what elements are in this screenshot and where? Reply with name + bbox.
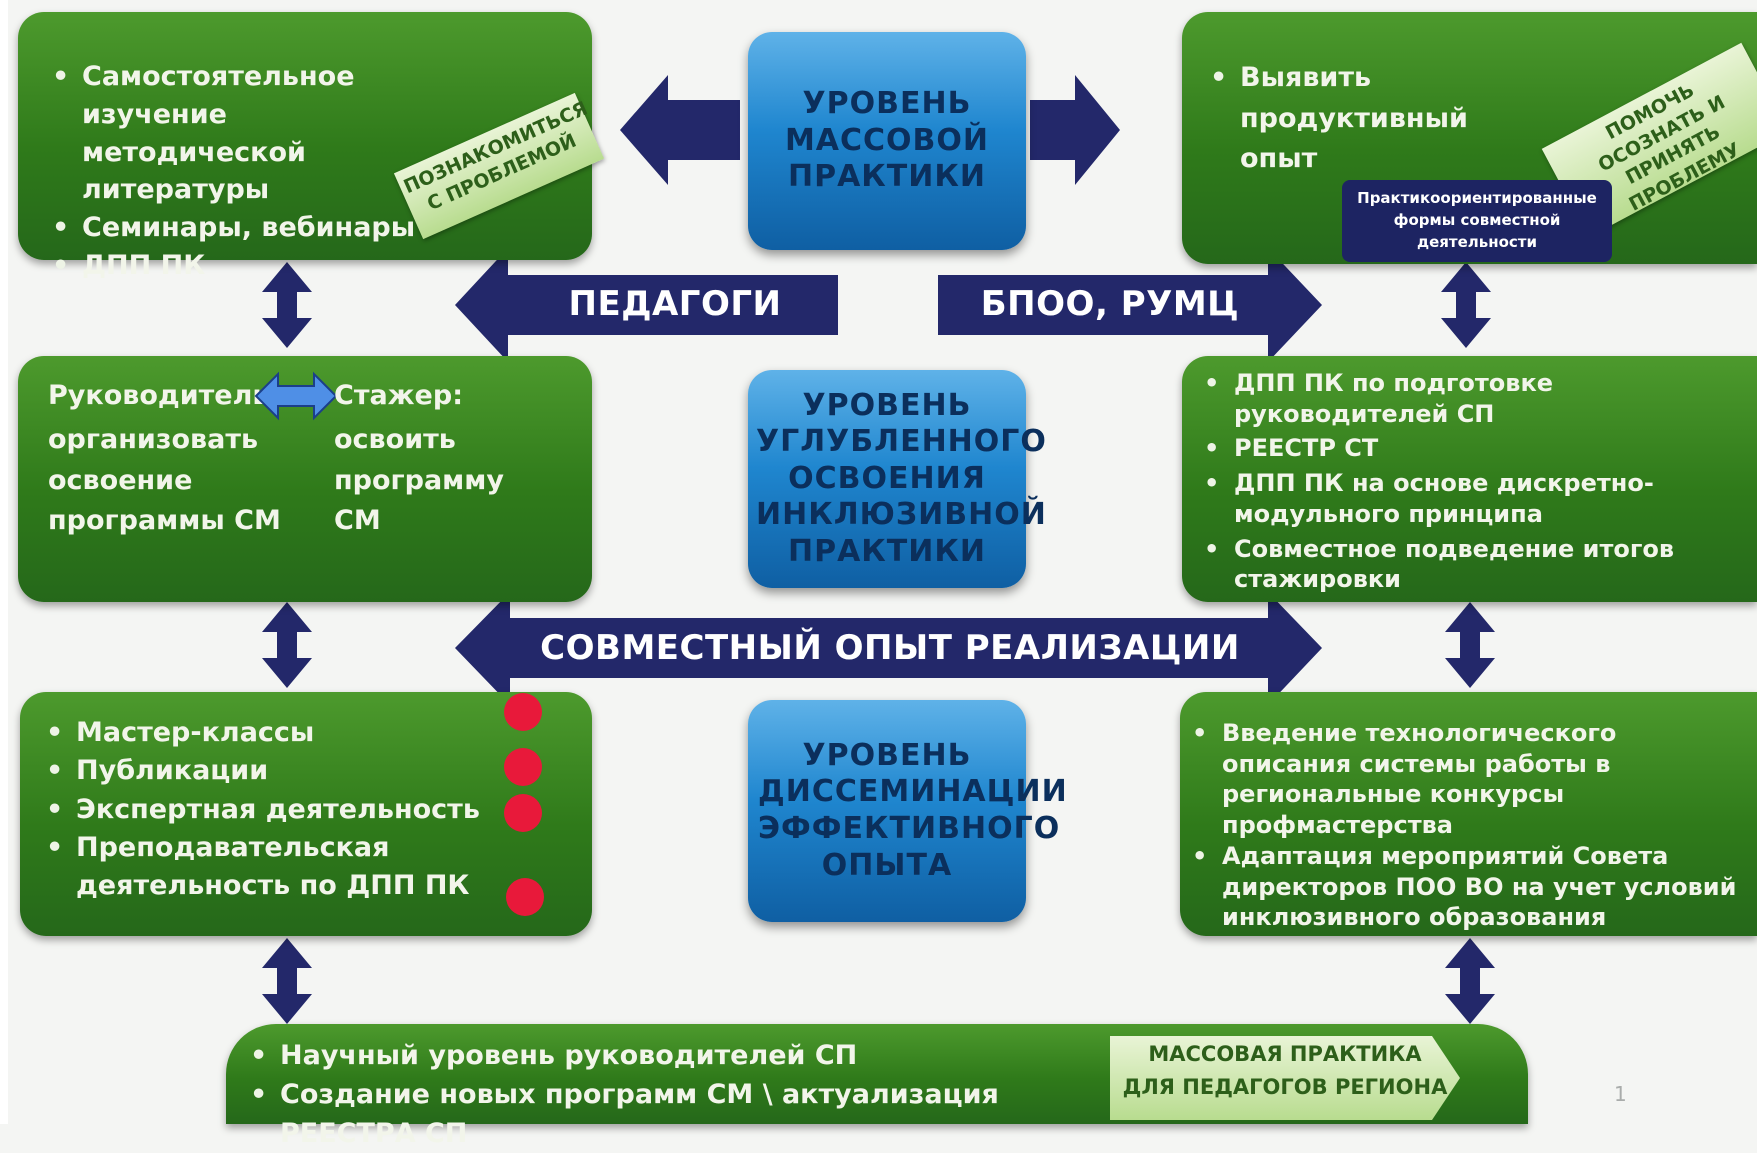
trainee-text: освоить программу СМ bbox=[334, 424, 504, 536]
list-item: Самостоятельное изучение методической ли… bbox=[48, 58, 428, 209]
low-left-box: Мастер-классы Публикации Экспертная деят… bbox=[20, 692, 592, 936]
list-item: Научный уровень руководителей СП bbox=[246, 1036, 1126, 1075]
vertical-arrow-left-2 bbox=[262, 602, 312, 688]
list-item: Введение технологического описания систе… bbox=[1188, 718, 1748, 841]
mid-right-list: ДПП ПК по подготовке руководителей СП РЕ… bbox=[1200, 368, 1740, 595]
marker-dot bbox=[504, 748, 542, 786]
leader-title: Руководитель: bbox=[48, 380, 281, 411]
arrow-right-head-top bbox=[1030, 75, 1120, 185]
teachers-arrow-label: ПЕДАГОГИ bbox=[568, 284, 782, 324]
arrow-left-head-top bbox=[620, 75, 740, 185]
marker-dot bbox=[504, 693, 542, 731]
list-item: Мастер-классы bbox=[42, 714, 542, 753]
low-right-box: Введение технологического описания систе… bbox=[1180, 692, 1757, 936]
trainee-title: Стажер: bbox=[334, 380, 463, 411]
list-item: Создание новых программ СМ \ актуализаци… bbox=[246, 1075, 1126, 1153]
list-item: РЕЕСТР СТ bbox=[1200, 433, 1740, 464]
marker-dot bbox=[504, 794, 542, 832]
leader-text: организовать освоение программы СМ bbox=[48, 424, 281, 536]
top-left-box: Самостоятельное изучение методической ли… bbox=[18, 12, 605, 285]
low-left-list: Мастер-классы Публикации Экспертная деят… bbox=[42, 714, 542, 906]
bottom-box: Научный уровень руководителей СП Создани… bbox=[226, 1024, 1528, 1149]
teachers-arrow bbox=[455, 248, 838, 362]
bottom-list: Научный уровень руководителей СП Создани… bbox=[246, 1036, 1126, 1153]
left-margin bbox=[0, 0, 8, 1124]
vertical-arrow-right-1 bbox=[1441, 262, 1491, 348]
mid-left-box: Руководитель: организовать освоение прог… bbox=[18, 356, 592, 602]
vertical-arrow-left-3 bbox=[262, 938, 312, 1024]
double-arrow-icon bbox=[254, 371, 338, 421]
vertical-arrow-right-3 bbox=[1445, 938, 1495, 1024]
top-right-note: Практикоориентированные формы совместной… bbox=[1342, 180, 1612, 262]
list-item: Преподавательская деятельность по ДПП ПК bbox=[42, 829, 542, 906]
level-deep-practice: УРОВЕНЬ УГЛУБЛЕННОГО ОСВОЕНИЯ ИНКЛЮЗИВНО… bbox=[748, 370, 1047, 588]
page-number: 1 bbox=[1614, 1082, 1627, 1106]
list-item: Адаптация мероприятий Совета директоров … bbox=[1188, 841, 1748, 933]
list-item: Выявить продуктивный опыт bbox=[1206, 58, 1526, 180]
top-right-box: Выявить продуктивный опыт ПОМОЧЬ ОСОЗНАТ… bbox=[1182, 12, 1757, 264]
list-item: Экспертная деятельность bbox=[42, 791, 542, 830]
joint-arrow bbox=[455, 592, 1322, 705]
level-dissemination: УРОВЕНЬ ДИССЕМИНАЦИИ ЭФФЕКТИВНОГО ОПЫТА bbox=[748, 700, 1068, 922]
connector-arrows-layer bbox=[262, 75, 1495, 1024]
level-mass-practice-label: УРОВЕНЬ МАССОВОЙ ПРАКТИКИ bbox=[784, 86, 990, 195]
list-item: Совместное подведение итогов стажировки bbox=[1200, 534, 1740, 595]
level-dissemination-label: УРОВЕНЬ ДИССЕМИНАЦИИ ЭФФЕКТИВНОГО ОПЫТА bbox=[758, 737, 1068, 883]
joint-arrow-label: СОВМЕСТНЫЙ ОПЫТ РЕАЛИЗАЦИИ bbox=[540, 628, 1240, 668]
mid-right-box: ДПП ПК по подготовке руководителей СП РЕ… bbox=[1182, 356, 1757, 602]
list-item: ДПП ПК bbox=[48, 247, 428, 285]
vertical-arrow-right-2 bbox=[1445, 602, 1495, 688]
low-right-list: Введение технологического описания систе… bbox=[1188, 718, 1748, 933]
list-item: ДПП ПК по подготовке руководителей СП bbox=[1200, 368, 1740, 429]
list-item: Семинары, вебинары bbox=[48, 209, 428, 247]
list-item: Публикации bbox=[42, 752, 542, 791]
top-left-list: Самостоятельное изучение методической ли… bbox=[48, 58, 428, 285]
level-deep-practice-label: УРОВЕНЬ УГЛУБЛЕННОГО ОСВОЕНИЯ ИНКЛЮЗИВНО… bbox=[756, 387, 1047, 569]
institutions-arrow-label: БПОО, РУМЦ bbox=[980, 284, 1240, 324]
list-item: ДПП ПК на основе дискретно-модульного пр… bbox=[1200, 468, 1740, 529]
top-right-list: Выявить продуктивный опыт bbox=[1206, 58, 1526, 180]
bottom-tag: МАССОВАЯ ПРАКТИКА ДЛЯ ПЕДАГОГОВ РЕГИОНА bbox=[1110, 1036, 1460, 1120]
institutions-arrow bbox=[938, 248, 1322, 362]
level-mass-practice: УРОВЕНЬ МАССОВОЙ ПРАКТИКИ bbox=[748, 32, 1026, 250]
marker-dot bbox=[506, 878, 544, 916]
